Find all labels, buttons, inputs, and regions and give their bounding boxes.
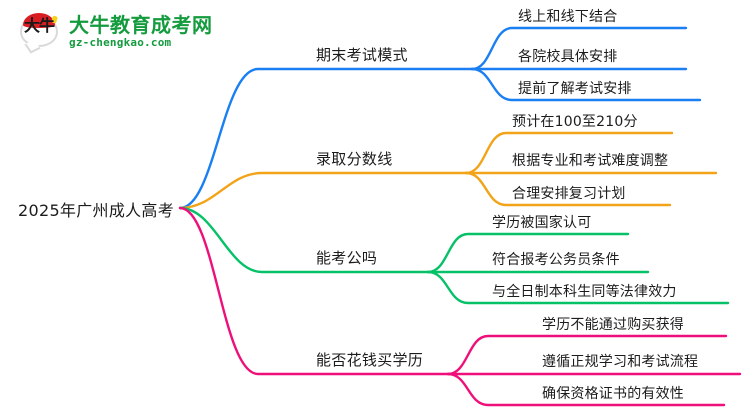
branch-label-2[interactable]: 录取分数线 (316, 150, 393, 168)
edge-branch-4-child-3 (446, 372, 726, 407)
branch-label-4[interactable]: 能否花钱买学历 (316, 351, 424, 369)
edge-branch-4-child-1 (446, 334, 728, 376)
logo-mark-icon: 大牛 (18, 11, 62, 54)
branch-label-1[interactable]: 期末考试模式 (316, 46, 408, 64)
edge-branch-3-child-1 (426, 232, 630, 274)
leaf-label-2-2[interactable]: 根据专业和考试难度调整 (512, 153, 669, 169)
logo-swoosh-shape (23, 13, 55, 28)
leaf-label-1-1[interactable]: 线上和线下结合 (518, 9, 618, 25)
edge-root-branch-2 (178, 171, 468, 210)
leaf-label-4-3[interactable]: 确保资格证书的有效性 (542, 386, 684, 402)
leaf-label-4-1[interactable]: 学历不能通过购买获得 (542, 317, 684, 333)
leaf-label-2-1[interactable]: 预计在100至210分 (512, 114, 638, 130)
logo-text-block: 大牛教育成考网 gz-chengkao.com (69, 14, 213, 50)
leaf-label-3-1[interactable]: 学历被国家认可 (492, 215, 592, 231)
edge-branch-2-child-3 (464, 171, 672, 207)
site-logo: 大牛 大牛教育成考网 gz-chengkao.com (18, 8, 233, 56)
leaf-label-2-3[interactable]: 合理安排复习计划 (512, 186, 626, 202)
edge-root-branch-3 (178, 206, 430, 274)
edge-branch-1-child-3 (470, 67, 702, 102)
edge-branch-2-child-1 (464, 131, 674, 175)
edge-root-branch-1 (178, 67, 474, 210)
logo-title: 大牛教育成考网 (69, 13, 213, 37)
logo-mark-text: 大牛 (23, 16, 55, 35)
root-node-label[interactable]: 2025年广州成人高考 (18, 201, 175, 220)
edge-root-branch-4 (178, 206, 450, 376)
edge-branch-1-child-1 (470, 26, 688, 71)
leaf-label-1-2[interactable]: 各院校具体安排 (518, 49, 618, 65)
leaf-label-3-2[interactable]: 符合报考公务员条件 (492, 252, 620, 268)
leaf-label-1-3[interactable]: 提前了解考试安排 (518, 81, 632, 97)
branch-label-3[interactable]: 能考公吗 (316, 249, 378, 267)
leaf-label-4-2[interactable]: 遵循正规学习和考试流程 (542, 354, 699, 370)
leaf-label-3-3[interactable]: 与全日制本科生同等法律效力 (492, 284, 677, 300)
edge-branch-3-child-3 (426, 270, 730, 305)
logo-subtitle: gz-chengkao.com (69, 36, 172, 49)
